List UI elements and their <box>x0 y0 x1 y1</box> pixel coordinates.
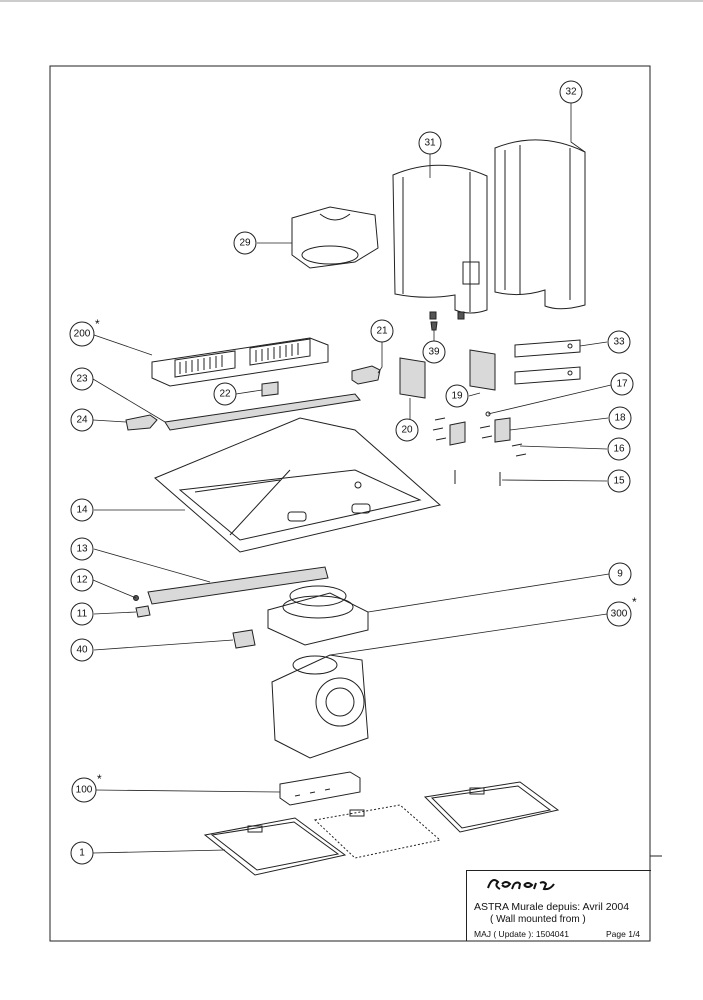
svg-text:19: 19 <box>451 391 463 402</box>
callout-32: 32 <box>559 80 583 104</box>
brand-logo <box>487 879 555 891</box>
svg-text:9: 9 <box>617 569 623 580</box>
callout-16: 16 <box>607 437 631 461</box>
title-block <box>466 870 651 941</box>
svg-text:40: 40 <box>76 645 88 656</box>
callout-19: 19 <box>445 384 469 408</box>
svg-text:14: 14 <box>76 505 88 516</box>
part-11-clip <box>135 605 151 618</box>
callout-11: 11 <box>70 602 94 626</box>
svg-text:20: 20 <box>401 425 413 436</box>
title-block-update: MAJ ( Update ): 1504041 <box>474 929 569 939</box>
part-14-canopy <box>154 417 442 553</box>
callout-22: 22 <box>213 382 237 406</box>
callout-1: 1 <box>70 841 94 865</box>
callout-200: 200 <box>69 321 95 347</box>
callout-12: 12 <box>70 568 94 592</box>
svg-text:24: 24 <box>76 415 88 426</box>
callout-13: 13 <box>70 537 94 561</box>
callout-17: 17 <box>610 372 634 396</box>
leader-lines <box>92 103 612 854</box>
callout-23: 23 <box>70 367 94 391</box>
svg-text:100: 100 <box>76 785 93 796</box>
part-hardware-group <box>432 411 527 486</box>
part-19-pad <box>469 349 496 391</box>
part-300-blower <box>271 654 369 759</box>
callout-15: 15 <box>607 469 631 493</box>
svg-text:15: 15 <box>613 476 625 487</box>
part-33-brackets <box>514 339 581 385</box>
callout-29: 29 <box>233 231 257 255</box>
svg-text:18: 18 <box>614 413 626 424</box>
callout-24: 24 <box>70 408 94 432</box>
callouts: 32 31 29 200 21 39 33 23 22 19 17 24 20 … <box>69 80 634 865</box>
svg-text:33: 33 <box>613 337 625 348</box>
svg-text:29: 29 <box>239 238 251 249</box>
part-23-front-strip <box>164 393 361 431</box>
part-24-button <box>125 414 158 431</box>
asterisk-100: * <box>97 772 102 786</box>
svg-text:32: 32 <box>565 87 577 98</box>
callout-18: 18 <box>608 406 632 430</box>
svg-text:22: 22 <box>219 389 231 400</box>
callout-21: 21 <box>370 319 394 343</box>
svg-text:12: 12 <box>76 575 88 586</box>
svg-text:300: 300 <box>611 609 628 620</box>
part-22-clip <box>261 381 279 397</box>
part-13-lower-strip <box>147 566 329 605</box>
callout-20: 20 <box>395 418 419 442</box>
part-20-pad <box>399 357 426 399</box>
callout-100: 100 <box>71 777 97 803</box>
title-block-title: ASTRA Murale depuis: Avril 2004 <box>474 901 630 913</box>
svg-text:23: 23 <box>76 374 88 385</box>
svg-text:39: 39 <box>428 347 440 358</box>
callout-39: 39 <box>422 340 446 364</box>
part-200-control-housing <box>151 337 329 387</box>
part-1-grease-filters <box>203 781 560 876</box>
callout-300: 300 <box>606 601 632 627</box>
callout-40: 40 <box>70 638 94 662</box>
part-21-knob <box>351 365 381 385</box>
part-31-chimney-front <box>392 164 488 320</box>
svg-text:17: 17 <box>616 379 628 390</box>
part-100-electronic-box <box>279 771 361 806</box>
part-32-chimney-rear <box>494 139 586 310</box>
callout-33: 33 <box>607 330 631 354</box>
callout-14: 14 <box>70 498 94 522</box>
callout-9: 9 <box>608 562 632 586</box>
svg-text:1: 1 <box>79 848 85 859</box>
svg-text:16: 16 <box>613 444 625 455</box>
asterisk-300: * <box>632 595 637 609</box>
part-9-motor-plate <box>267 585 369 646</box>
drawing-frame <box>49 65 651 942</box>
part-29-outlet-adaptor <box>291 206 379 269</box>
svg-text:13: 13 <box>76 544 88 555</box>
svg-text:11: 11 <box>77 609 88 620</box>
title-block-page: Page 1/4 <box>606 929 641 939</box>
callout-31: 31 <box>418 131 442 155</box>
title-block-subtitle: ( Wall mounted from ) <box>490 914 586 925</box>
part-39-screw <box>430 321 438 331</box>
svg-text:200: 200 <box>74 329 91 340</box>
part-40-connector <box>232 629 256 649</box>
svg-text:31: 31 <box>424 138 436 149</box>
asterisk-200: * <box>95 317 100 331</box>
svg-text:21: 21 <box>376 326 388 337</box>
